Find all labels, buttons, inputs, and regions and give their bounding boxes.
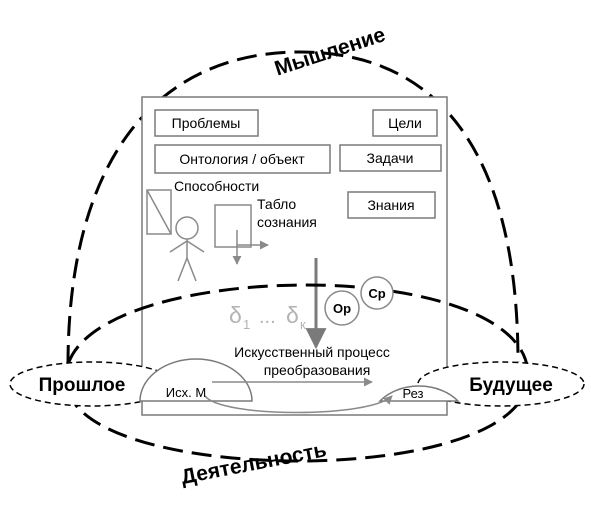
ontology-box bbox=[154, 144, 331, 174]
goals-label: Цели bbox=[388, 115, 422, 131]
op-label: Ор bbox=[333, 301, 351, 316]
ontology-label: Онтология / объект bbox=[179, 151, 305, 167]
process-label-line1: Искусственный процесс bbox=[234, 344, 390, 360]
source-label: Исх. М bbox=[166, 385, 206, 400]
future-ellipse bbox=[417, 361, 585, 407]
knowledge-box bbox=[347, 191, 436, 219]
delta-1-sub: 1 bbox=[243, 317, 250, 332]
board-label-line1: Табло bbox=[257, 196, 296, 212]
knowledge-label: Знания bbox=[367, 197, 414, 213]
thinking-label: Мышление bbox=[272, 23, 388, 80]
process-label-line2: преобразования bbox=[264, 362, 371, 378]
consciousness-board bbox=[214, 204, 269, 265]
activity-label: Деятельность bbox=[179, 438, 328, 489]
source-dome bbox=[139, 358, 253, 402]
board-label-line2: сознания bbox=[257, 214, 317, 230]
result-label: Рез bbox=[402, 386, 423, 401]
problems-label: Проблемы bbox=[172, 115, 241, 131]
tasks-box bbox=[339, 144, 442, 172]
transform-arrow-bottom bbox=[204, 395, 393, 414]
past-label: Прошлое bbox=[39, 375, 126, 396]
delta-k: δ bbox=[286, 302, 299, 328]
op-circle bbox=[324, 290, 360, 326]
problems-box bbox=[154, 109, 259, 137]
sr-label: Ср bbox=[368, 286, 385, 301]
tasks-label: Задачи bbox=[366, 150, 413, 166]
abilities-figure bbox=[146, 189, 205, 282]
abilities-label: Способности bbox=[174, 178, 259, 194]
deltas: δ 1 ... δ к bbox=[229, 302, 306, 332]
delta-1: δ bbox=[229, 302, 242, 328]
thinking-dome bbox=[66, 50, 520, 366]
result-dome bbox=[378, 385, 460, 402]
delta-ellipsis: ... bbox=[259, 306, 276, 328]
sr-circle bbox=[360, 276, 394, 310]
goals-box bbox=[372, 109, 438, 137]
future-label: Будущее bbox=[469, 375, 553, 396]
delta-k-sub: к bbox=[300, 317, 306, 332]
